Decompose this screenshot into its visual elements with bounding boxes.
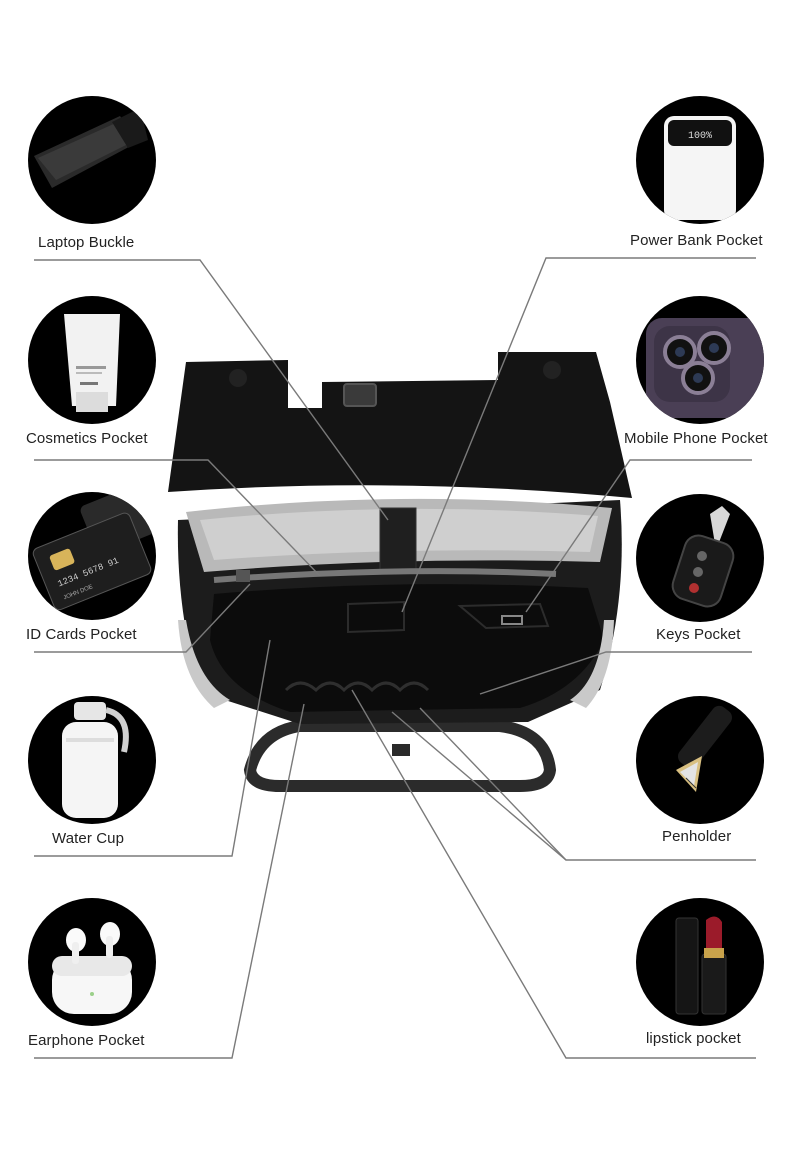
bag-handle [243,720,557,792]
lipstick-icon [636,898,764,1026]
leader-line-power-bank-pocket [401,257,756,613]
earbuds-case-icon [28,898,156,1026]
water-bottle-icon [28,696,156,824]
leader-line-cosmetics-pocket [34,459,321,577]
bag-flap [168,352,632,498]
laptop-buckle-label: Laptop Buckle [38,234,135,251]
keys-pocket-label: Keys Pocket [656,626,741,643]
power-bank-display: 100% [688,131,712,142]
cosmetics-pocket-label: Cosmetics Pocket [26,430,148,447]
mobile-phone-pocket-label: Mobile Phone Pocket [624,430,768,447]
leader-line-id-cards-pocket [34,583,251,653]
leader-line-mobile-phone-pocket [525,459,752,613]
penholder-label: Penholder [662,828,732,845]
bag-clasp [343,383,377,407]
leader-line-keys-pocket [479,651,752,695]
leader-line-lipstick-pocket [351,689,756,1059]
velcro-strap-icon [28,96,156,224]
fountain-pen-icon [636,696,764,824]
laptop-strap [379,507,417,571]
cosmetic-tube-icon [28,296,156,424]
id-card-icon: 1234 5678 91 JOHN DOE [28,492,156,620]
leader-line-earphone-pocket [34,703,305,1059]
pen-slots [284,681,430,693]
phone-camera-icon [636,296,764,424]
leader-line-penholder-branch [419,707,567,861]
id-cards-pocket-label: ID Cards Pocket [26,626,137,643]
lipstick-pocket-label: lipstick pocket [646,1030,741,1047]
leader-line-laptop-buckle [34,259,389,521]
leader-line-water-cup [34,639,271,857]
zipper [213,568,557,583]
earphone-pocket-label: Earphone Pocket [28,1032,145,1049]
power-bank-icon: 100% [636,96,764,224]
car-key-icon [636,494,764,622]
power-bank-pocket-label: Power Bank Pocket [630,232,763,249]
water-cup-label: Water Cup [52,830,125,847]
